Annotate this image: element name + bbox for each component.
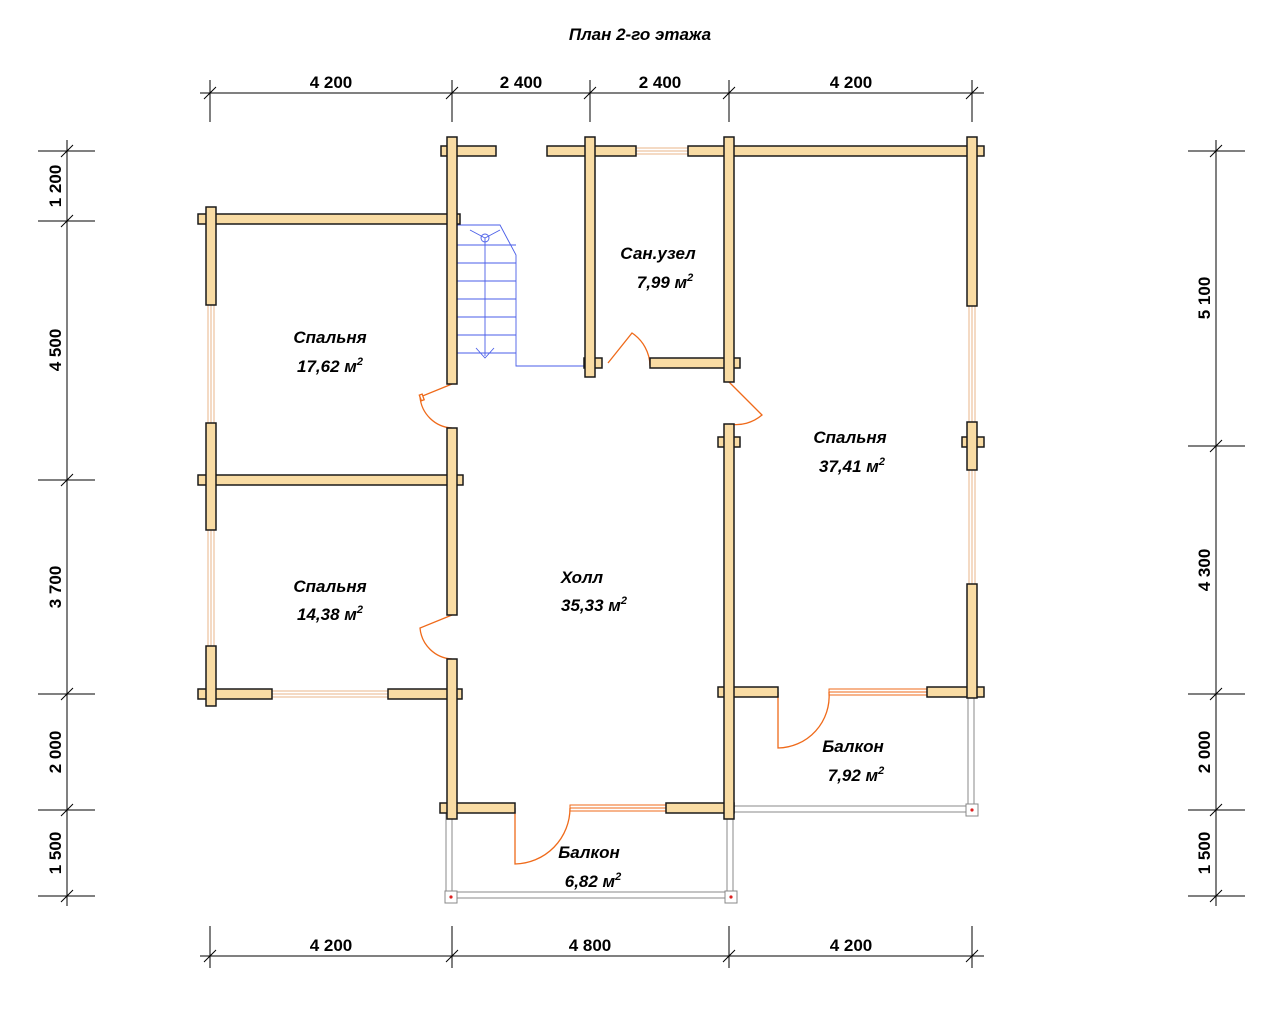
staircase (457, 224, 589, 367)
room-area: 7,92 м2 (828, 765, 885, 785)
room-name: Балкон (558, 843, 620, 862)
dim-bottom-1: 4 200 (310, 936, 353, 955)
room-name: Холл (560, 568, 604, 587)
dim-bottom-3: 4 200 (830, 936, 873, 955)
room-label-bedroom-3: Спальня 37,41 м2 (813, 428, 886, 476)
windows (207, 147, 976, 812)
room-name: Спальня (293, 577, 366, 596)
room-name: Спальня (813, 428, 886, 447)
dim-right-1: 5 100 (1195, 277, 1214, 320)
room-name: Сан.узел (620, 244, 696, 263)
dim-left-1: 1 200 (46, 165, 65, 208)
top-dimension-chain: 4 200 2 400 2 400 4 200 (200, 73, 984, 122)
room-area: 7,99 м2 (637, 272, 694, 292)
room-name: Балкон (822, 737, 884, 756)
dim-top-3: 2 400 (639, 73, 682, 92)
room-label-balcony-bottom: Балкон 6,82 м2 (558, 843, 621, 891)
left-dimension-chain: 1 200 4 500 3 700 2 000 1 500 (38, 140, 95, 906)
room-area: 17,62 м2 (297, 356, 363, 376)
room-label-bathroom: Сан.узел 7,99 м2 (620, 244, 696, 292)
room-area: 37,41 м2 (819, 456, 885, 476)
room-label-bedroom-2: Спальня 14,38 м2 (293, 577, 366, 624)
room-label-balcony-right: Балкон 7,92 м2 (822, 737, 884, 785)
dim-bottom-2: 4 800 (569, 936, 612, 955)
dim-left-2: 4 500 (46, 329, 65, 372)
room-area: 6,82 м2 (565, 871, 622, 891)
room-area: 35,33 м2 (561, 595, 627, 615)
walls (197, 136, 985, 820)
dim-left-4: 2 000 (46, 731, 65, 774)
dim-top-4: 4 200 (830, 73, 873, 92)
dim-top-2: 2 400 (500, 73, 543, 92)
room-area: 14,38 м2 (297, 604, 363, 624)
dim-left-5: 1 500 (46, 832, 65, 875)
dim-right-4: 1 500 (1195, 832, 1214, 875)
room-label-bedroom-1: Спальня 17,62 м2 (293, 328, 366, 376)
dim-right-3: 2 000 (1195, 731, 1214, 774)
room-name: Спальня (293, 328, 366, 347)
dim-left-3: 3 700 (46, 566, 65, 609)
bottom-dimension-chain: 4 200 4 800 4 200 (200, 926, 984, 968)
right-dimension-chain: 5 100 4 300 2 000 1 500 (1188, 140, 1245, 906)
balcony-railings (444, 696, 979, 904)
room-label-hall: Холл 35,33 м2 (560, 568, 627, 615)
plan-title: План 2-го этажа (569, 25, 711, 44)
dim-right-2: 4 300 (1195, 549, 1214, 592)
dim-top-1: 4 200 (310, 73, 353, 92)
